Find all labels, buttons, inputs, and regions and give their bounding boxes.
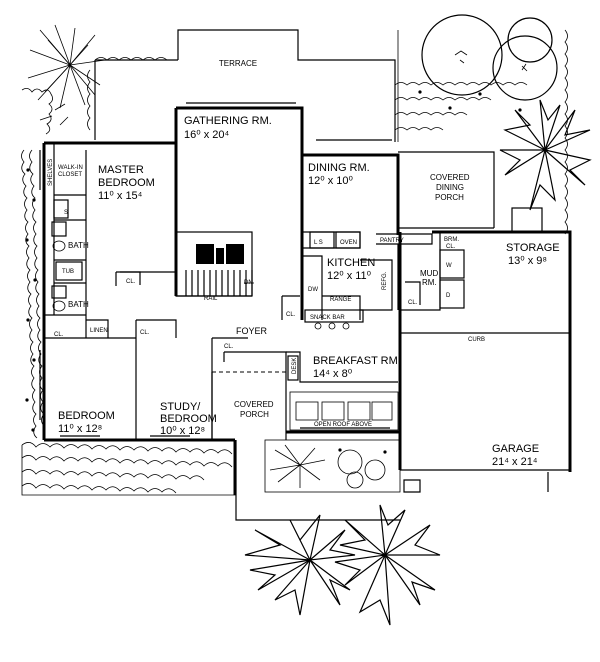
bedroom-dims: 11⁰ x 12⁸ (58, 423, 102, 435)
broom-closet-label-1: BRM. (444, 237, 459, 243)
closet-label-5: CL. (286, 312, 296, 318)
master-bedroom-label-2: BEDROOM (98, 177, 155, 189)
master-bedroom-label-1: MASTER (98, 164, 144, 176)
dining-room-label: DINING RM. (308, 162, 370, 174)
covered-porch-label-1: COVERED (234, 400, 274, 409)
range-label: RANGE (330, 297, 351, 303)
linen-label: LINEN (90, 328, 108, 334)
garage-dims: 21⁴ x 21⁴ (492, 456, 538, 468)
study-bedroom-label-1: STUDY/ (160, 401, 201, 413)
gathering-room-dims: 16⁰ x 20⁴ (184, 129, 229, 141)
landscape-plantings (21, 14, 592, 626)
kitchen-label: KITCHEN (327, 257, 375, 269)
house-walls (39, 102, 572, 521)
washer-label: W (446, 263, 452, 269)
terrace-label: TERRACE (219, 59, 257, 68)
left-shrub-border (21, 88, 53, 439)
stair-down-label: DN (244, 280, 253, 286)
breakfast-room-dims: 14⁴ x 8⁰ (313, 368, 353, 380)
rail-label: RAIL (204, 296, 218, 302)
palm-bottom-right (334, 504, 441, 626)
bottom-shrub-border (21, 442, 236, 496)
curb-label: CURB (468, 337, 485, 343)
dishwasher-label: DW (308, 287, 318, 293)
foyer-label: FOYER (236, 326, 268, 336)
open-roof-label: OPEN ROOF ABOVE (314, 422, 372, 428)
kitchen-dims: 12⁰ x 11⁰ (327, 270, 372, 282)
garage-label: GARAGE (492, 443, 539, 455)
windows (39, 150, 390, 437)
storage-label: STORAGE (506, 242, 560, 254)
terrace: TERRACE (94, 29, 396, 142)
refrigerator-label: REFG. (382, 271, 388, 290)
walkin-closet-label-2: CLOSET (58, 172, 82, 178)
palm-top-left (27, 24, 106, 126)
bedroom-label: BEDROOM (58, 410, 115, 422)
room-labels: GATHERING RM. 16⁰ x 20⁴ DINING RM. 12⁰ x… (48, 115, 560, 468)
master-bedroom-dims: 11⁰ x 15⁴ (98, 190, 143, 202)
dining-room-dims: 12⁰ x 10⁰ (308, 175, 353, 187)
bath-label-2: BATH (68, 300, 89, 309)
planter (264, 439, 401, 493)
shelves-label: SHELVES (48, 159, 54, 186)
pantry-label: PANTRY (380, 238, 404, 244)
snack-bar-label: SNACK BAR (310, 315, 345, 321)
palm-top-right (499, 99, 592, 211)
tub-label: TUB (62, 269, 74, 275)
closet-label-2: CL. (126, 279, 136, 285)
desk-label: DESK (292, 358, 298, 374)
bath-label-1: BATH (68, 241, 89, 250)
storage-dims: 13⁰ x 9⁸ (508, 255, 547, 267)
mud-room-label-2: RM. (422, 278, 437, 287)
breakfast-room-label: BREAKFAST RM. (313, 355, 401, 367)
closet-label-6: CL. (408, 300, 418, 306)
study-bedroom-label-2: BEDROOM (160, 413, 217, 425)
study-bedroom-dims: 10⁰ x 12⁸ (160, 425, 205, 437)
oven-label: OVEN (340, 240, 357, 246)
round-trees (421, 14, 558, 101)
broom-closet-label-2: CL. (446, 244, 456, 250)
covered-dining-porch-label-1: COVERED (430, 173, 470, 182)
covered-dining-porch-label-2: DINING (436, 183, 464, 192)
mud-room-label-1: MUD (420, 269, 438, 278)
walkin-closet-label-1: WALK-IN (58, 165, 83, 171)
bath-s-label: S (64, 210, 68, 216)
palm-bottom-left (244, 514, 356, 616)
ls-label: L S (314, 240, 323, 246)
closet-label-3: CL. (140, 330, 150, 336)
covered-dining-porch-label-3: PORCH (435, 193, 464, 202)
gathering-room-label: GATHERING RM. (184, 115, 272, 127)
dryer-label: D (446, 293, 451, 299)
closet-label-1: CL. (54, 332, 64, 338)
closet-label-4: CL. (224, 344, 234, 350)
covered-porch-label-2: PORCH (240, 410, 269, 419)
